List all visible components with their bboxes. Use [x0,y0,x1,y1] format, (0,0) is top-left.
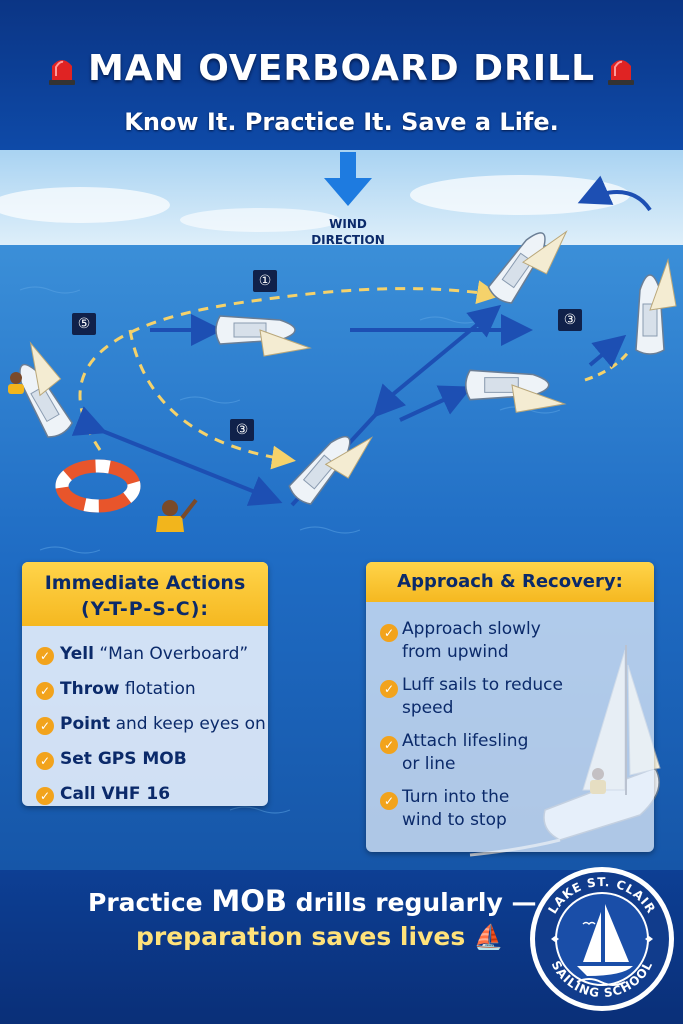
step-marker: ③ [230,419,254,441]
header-banner: MAN OVERBOARD DRILL Know It. Practice It… [0,0,683,150]
check-icon: ✓ [380,736,398,754]
list-item: Call VHF 16 [60,784,171,804]
title-row: MAN OVERBOARD DRILL [0,48,683,89]
check-icon: ✓ [380,624,398,642]
person-in-water [8,372,24,394]
wind-label-line2: DIRECTION [311,233,385,247]
drill-scene: WIND DIRECTION ① ⑤ ③ ③ Immediate Actions… [0,150,683,870]
check-icon: ✓ [36,717,54,735]
sailboat-icon: ⛵ [473,923,504,951]
footer-banner: Practice MOB drills regularly — preparat… [0,867,683,1024]
wind-label: WIND DIRECTION [306,216,390,248]
check-icon: ✓ [36,787,54,805]
step-marker: ③ [558,309,582,331]
sailing-school-logo: LAKE ST. CLAIR SAILING SCHOOL [530,867,674,1011]
step-marker: ① [253,270,277,292]
check-icon: ✓ [36,752,54,770]
check-icon: ✓ [380,680,398,698]
siren-icon [608,59,635,85]
person-overboard [156,498,198,532]
list-item: Point and keep eyes on [60,714,266,734]
list-item: Set GPS MOB [60,749,187,769]
check-icon: ✓ [36,682,54,700]
life-ring-icon [55,459,141,513]
page-title: MAN OVERBOARD DRILL [87,48,596,89]
wind-arrow-icon [324,152,372,206]
approach-recovery-header: Approach & Recovery: [366,562,654,602]
siren-icon [48,59,75,85]
wind-label-line1: WIND [329,217,367,231]
immediate-actions-panel: Immediate Actions (Y-T-P-S-C): ✓ Yell “M… [22,562,268,806]
immediate-actions-subtitle: (Y-T-P-S-C): [80,598,210,620]
list-item: Yell “Man Overboard” [60,644,249,664]
check-icon: ✓ [380,792,398,810]
immediate-actions-header: Immediate Actions (Y-T-P-S-C): [22,562,268,626]
step-marker: ⑤ [72,313,96,335]
list-item: Throw flotation [60,679,196,699]
check-icon: ✓ [36,647,54,665]
footer-line-1: Practice MOB drills regularly — [88,884,537,918]
page-subtitle: Know It. Practice It. Save a Life. [124,108,559,136]
footer-line-2: preparation saves lives ⛵ [136,922,504,951]
immediate-actions-title: Immediate Actions [44,572,246,594]
